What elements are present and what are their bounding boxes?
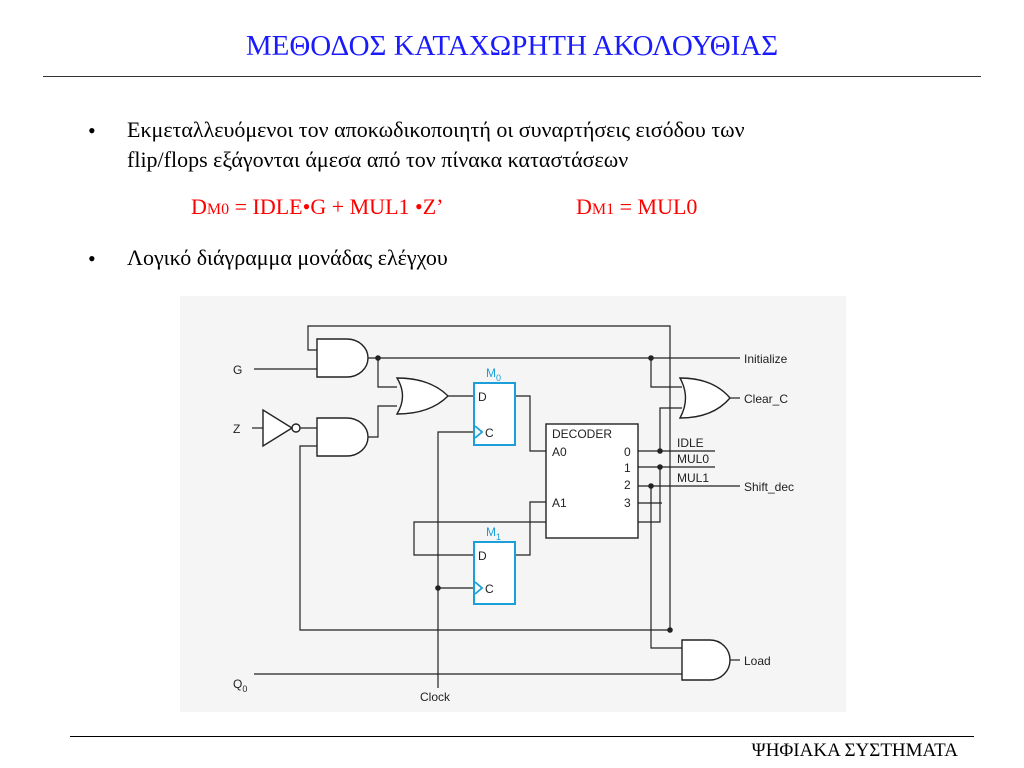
equation-dm1-sub: M1: [591, 201, 615, 218]
control-unit-logic-diagram: G Z Q0 Clock M0 D C M1 D C DECODER A0 A1…: [180, 296, 846, 712]
flip-flop-m0: [473, 382, 516, 446]
decoder-a0: A0: [552, 445, 567, 459]
title-divider: [43, 76, 981, 77]
inverter-z: [262, 408, 294, 448]
equation-dm0-d: D: [191, 194, 207, 219]
equation-dm1: DM1 = MUL0: [576, 194, 697, 220]
flip-flop-m1: [473, 541, 516, 605]
input-label-z: Z: [233, 422, 240, 436]
flip-flop-m1-box: [473, 541, 516, 605]
ff0-d-pin: D: [478, 390, 487, 404]
flip-flop-m1-label: M1: [486, 525, 501, 542]
equation-dm1-rest: = MUL0: [614, 194, 698, 219]
flip-flop-m0-label: M0: [486, 366, 501, 383]
ff1-c-pin: C: [485, 582, 494, 596]
ff0-c-pin: C: [485, 426, 494, 440]
output-shift-dec: Shift_dec: [744, 480, 794, 494]
output-initialize: Initialize: [744, 352, 788, 366]
output-load: Load: [744, 654, 771, 668]
input-label-g: G: [233, 363, 242, 377]
input-label-q0-sub: 0: [242, 684, 247, 694]
input-label-q0-main: Q: [233, 677, 242, 691]
ff1-d-pin: D: [478, 549, 487, 563]
flip-flop-m0-box: [473, 382, 516, 446]
and-gate-mul1-z: [316, 417, 369, 457]
signal-mul1: MUL1: [677, 471, 709, 485]
bullet-marker-2: •: [88, 246, 96, 271]
equation-dm0: DM0 = IDLE•G + MUL1 •Z’: [191, 194, 443, 220]
bullet-marker-1: •: [88, 118, 96, 143]
decoder-out-1: 1: [624, 461, 631, 475]
wires: [252, 325, 740, 688]
logic-diagram-svg: G Z Q0 Clock M0 D C M1 D C DECODER A0 A1…: [233, 325, 794, 704]
input-label-q0: Q0: [233, 677, 247, 694]
slide-title: ΜΕΘΟΔΟΣ ΚΑΤΑΧΩΡΗΤΗ ΑΚΟΛΟΥΘΙΑΣ: [245, 30, 779, 62]
ff1-name: M: [486, 525, 496, 539]
decoder-out-3: 3: [624, 496, 631, 510]
decoder-out-0: 0: [624, 445, 631, 459]
clock-edge-icon: [474, 581, 484, 595]
decoder-out-2: 2: [624, 478, 631, 492]
inverter-bubble: [291, 423, 301, 433]
junction-dots: [375, 355, 673, 633]
decoder-box: [545, 423, 639, 539]
equation-dm0-sub: M0: [206, 201, 230, 218]
and-gate-load: [681, 639, 731, 681]
equation-dm1-d: D: [576, 194, 592, 219]
clock-edge-icon: [474, 425, 484, 439]
footer-text: ΨΗΦΙΑΚΑ ΣΥΣΤΗΜΑΤΑ: [751, 740, 958, 761]
signal-idle: IDLE: [677, 436, 704, 450]
and-gate-idle-g: [316, 338, 369, 378]
signal-mul0: MUL0: [677, 452, 709, 466]
equation-dm0-rest: = IDLE•G + MUL1 •Z’: [229, 194, 444, 219]
decoder-title: DECODER: [552, 427, 612, 441]
or-gate-dm0: [395, 377, 449, 415]
input-label-clock: Clock: [420, 690, 451, 704]
footer-divider: [70, 736, 974, 737]
bullet-2-text: Λογικό διάγραμμα μονάδας ελέγχου: [127, 245, 448, 270]
decoder-a1: A1: [552, 496, 567, 510]
ff0-name: M: [486, 366, 496, 380]
ff0-sub: 0: [496, 373, 501, 383]
ff1-sub: 1: [496, 532, 501, 542]
output-clear-c: Clear_C: [744, 392, 788, 406]
or-gate-clear-c: [678, 377, 731, 419]
bullet-1-line-1: Εκμεταλλευόμενοι τον αποκωδικοποιητή οι …: [127, 117, 745, 142]
bullet-1-line-2: flip/flops εξάγονται άμεσα από τον πίνακ…: [127, 147, 629, 172]
